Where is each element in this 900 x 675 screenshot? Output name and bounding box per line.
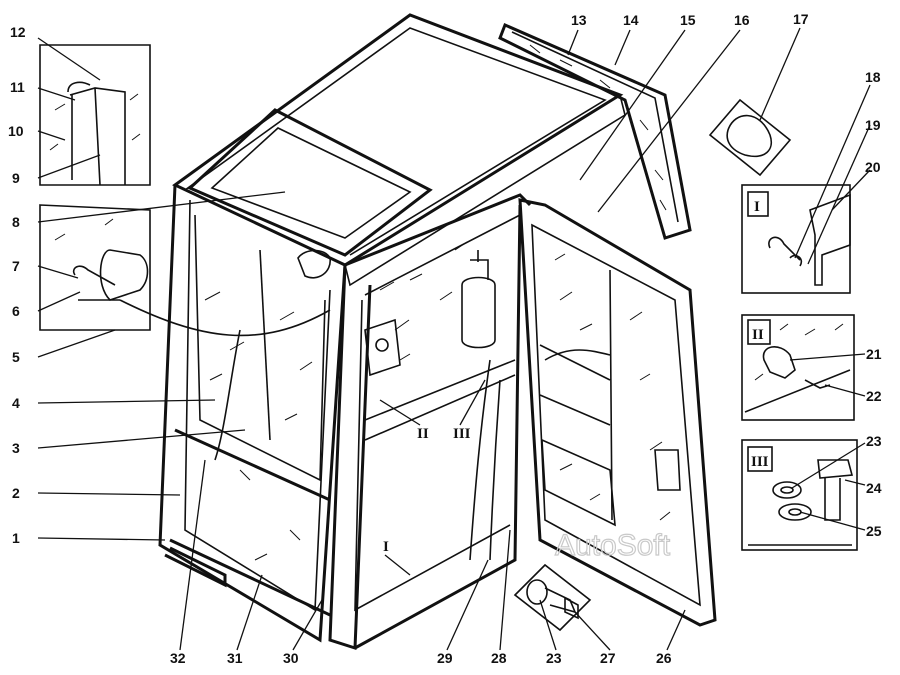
fuel-filter [461, 250, 496, 349]
callout-7: 7 [12, 258, 20, 274]
callout-28: 28 [491, 650, 507, 666]
callout-29: 29 [437, 650, 453, 666]
callout-25: 25 [866, 523, 882, 539]
watermark: AutoSoft [555, 529, 671, 562]
cab-roof [172, 13, 626, 287]
inset-mark-I: I [754, 199, 760, 215]
callout-3: 3 [12, 440, 20, 456]
callout-labels: 1 2 3 4 5 6 7 8 9 10 11 12 13 14 15 16 1… [8, 11, 882, 666]
roof-hatch-frame [187, 108, 433, 257]
wiring-harness [119, 299, 331, 461]
callout-31: 31 [227, 650, 243, 666]
callout-19: 19 [865, 117, 881, 133]
cab-left-side [119, 184, 347, 643]
callout-11: 11 [10, 79, 25, 95]
inset-detail-II [741, 314, 855, 421]
seal-plug-part [708, 98, 792, 177]
section-mark-I: I [383, 539, 389, 555]
callout-23-inset: 23 [866, 433, 882, 449]
callout-26: 26 [656, 650, 672, 666]
callout-27: 27 [600, 650, 616, 666]
inset-detail-I [741, 184, 851, 294]
callout-1: 1 [12, 530, 20, 546]
callout-12: 12 [10, 24, 26, 40]
inset-marks: I II III [751, 199, 769, 470]
callout-21: 21 [866, 346, 882, 362]
callout-23-bottom: 23 [546, 650, 562, 666]
inset-mark-II: II [752, 327, 764, 343]
roof-hatch-glass [210, 127, 412, 239]
callout-17: 17 [793, 11, 809, 27]
callout-5: 5 [12, 349, 20, 365]
cab-door [518, 198, 717, 627]
callout-10: 10 [8, 123, 24, 139]
callout-14: 14 [623, 12, 639, 28]
section-mark-III: III [453, 426, 471, 442]
inset-upper-left [39, 44, 151, 186]
callout-15: 15 [680, 12, 696, 28]
callout-18: 18 [865, 69, 881, 85]
section-mark-II: II [417, 426, 429, 442]
callout-9: 9 [12, 170, 20, 186]
callout-6: 6 [12, 303, 20, 319]
inset-middle-left [39, 204, 151, 331]
callout-32: 32 [170, 650, 186, 666]
callout-13: 13 [571, 12, 587, 28]
callout-20: 20 [865, 159, 881, 175]
leader-lines [37, 27, 871, 651]
callout-16: 16 [734, 12, 750, 28]
cab-front-frame [297, 193, 532, 651]
rear-window-pane [498, 22, 692, 240]
floor-step [164, 546, 227, 588]
callout-4: 4 [12, 395, 20, 411]
callout-24: 24 [866, 480, 882, 496]
callout-8: 8 [12, 214, 20, 230]
callout-2: 2 [12, 485, 20, 501]
callout-30: 30 [283, 650, 299, 666]
callout-22: 22 [866, 388, 882, 404]
section-marks: I II III [383, 426, 471, 555]
bolt-washer-part [513, 563, 592, 632]
inset-mark-III: III [751, 454, 769, 470]
